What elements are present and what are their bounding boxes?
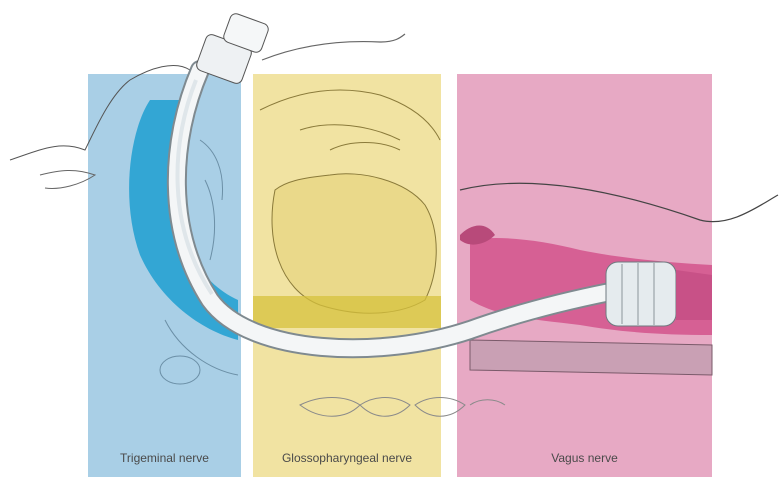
tube-tip	[676, 270, 712, 320]
label-vagus-nerve: Vagus nerve	[457, 451, 712, 465]
tube-cuff	[606, 262, 676, 326]
pilot-balloon-line	[262, 34, 405, 60]
lip-outline	[40, 170, 95, 188]
glossopharyngeal-band	[253, 296, 441, 328]
label-trigeminal-nerve: Trigeminal nerve	[88, 451, 241, 465]
trachea-lower-sketch	[470, 340, 712, 375]
label-glossopharyngeal-nerve: Glossopharyngeal nerve	[253, 451, 441, 465]
